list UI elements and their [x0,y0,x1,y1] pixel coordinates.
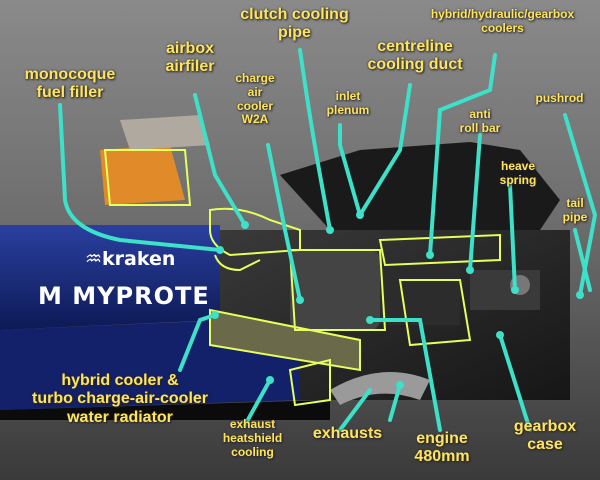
label-inlet-plenum: inlet plenum [326,89,370,117]
leader-lines [58,48,598,432]
label-tail-pipe: tail pipe [562,196,588,224]
label-engine-480mm: engine 480mm [414,430,470,466]
label-monocoque-fuel-filler: monocoque fuel filler [24,66,116,102]
engine-block [380,265,460,325]
label-pushrod: pushrod [535,91,584,105]
leader-dots [211,211,584,389]
monocoque-sidepod [0,225,220,330]
label-exhausts: exhausts [312,425,383,442]
airbox-shape [100,145,185,205]
label-clutch-cooling-pipe: clutch cooling pipe [240,6,349,42]
label-anti-roll-bar: anti roll bar [459,107,501,135]
exhaust-pipes [330,372,430,405]
label-hybrid-cooler-radiator: hybrid cooler & turbo charge-air-cooler … [31,372,209,426]
inlet-plenum-shape [290,250,380,330]
airbox-cover [120,115,210,150]
label-exhaust-heatshield-cooling: exhaust heatshield cooling [222,417,283,459]
label-heave-spring: heave spring [499,159,537,187]
label-hybrid-hydraulic-gearbox-coolers: hybrid/hydraulic/gearbox coolers [430,7,575,35]
myprotein-logo: M MYPROTE [38,282,210,310]
component-outlines [103,149,501,407]
label-airbox-airfiler: airbox airfiler [165,40,215,76]
floor-edge [0,400,330,420]
kraken-logo: ♒kraken [85,248,176,270]
gearbox-shape [470,270,540,310]
label-charge-air-cooler: charge air cooler W2A [235,71,275,127]
label-gearbox-case: gearbox case [513,418,577,454]
label-centreline-cooling-duct: centreline cooling duct [367,38,463,74]
engine-cover [280,142,560,230]
